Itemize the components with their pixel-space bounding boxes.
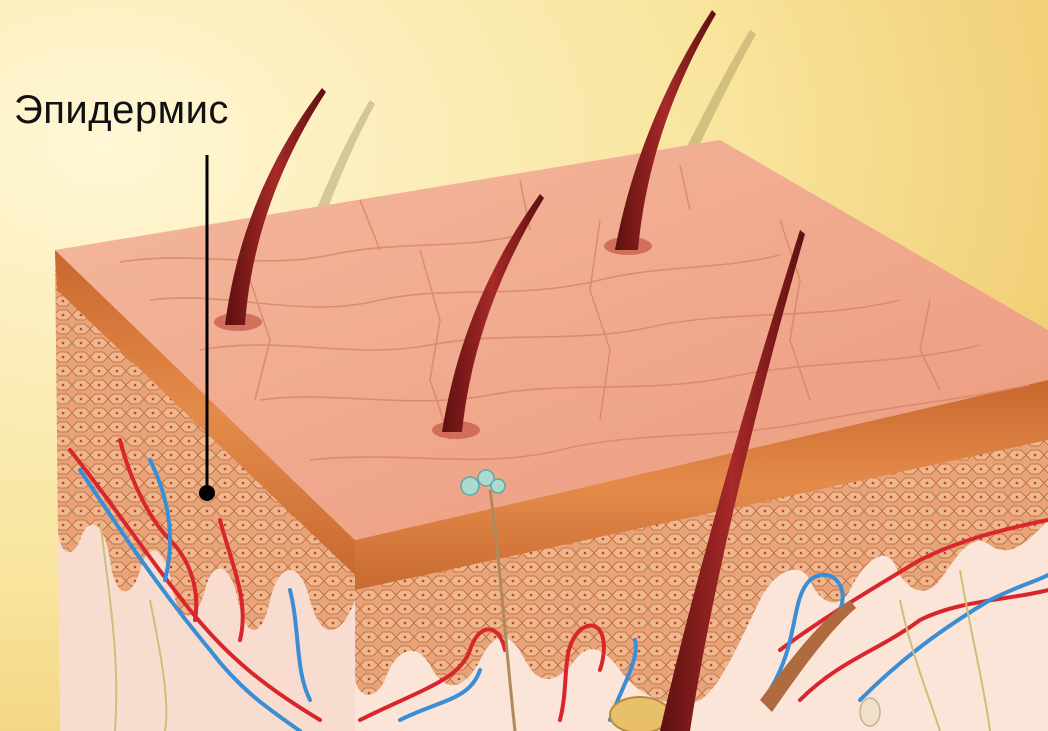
sweat-pore-duct — [860, 698, 880, 726]
sebaceous-gland — [610, 697, 670, 731]
epidermis-label: Эпидермис — [14, 88, 229, 133]
